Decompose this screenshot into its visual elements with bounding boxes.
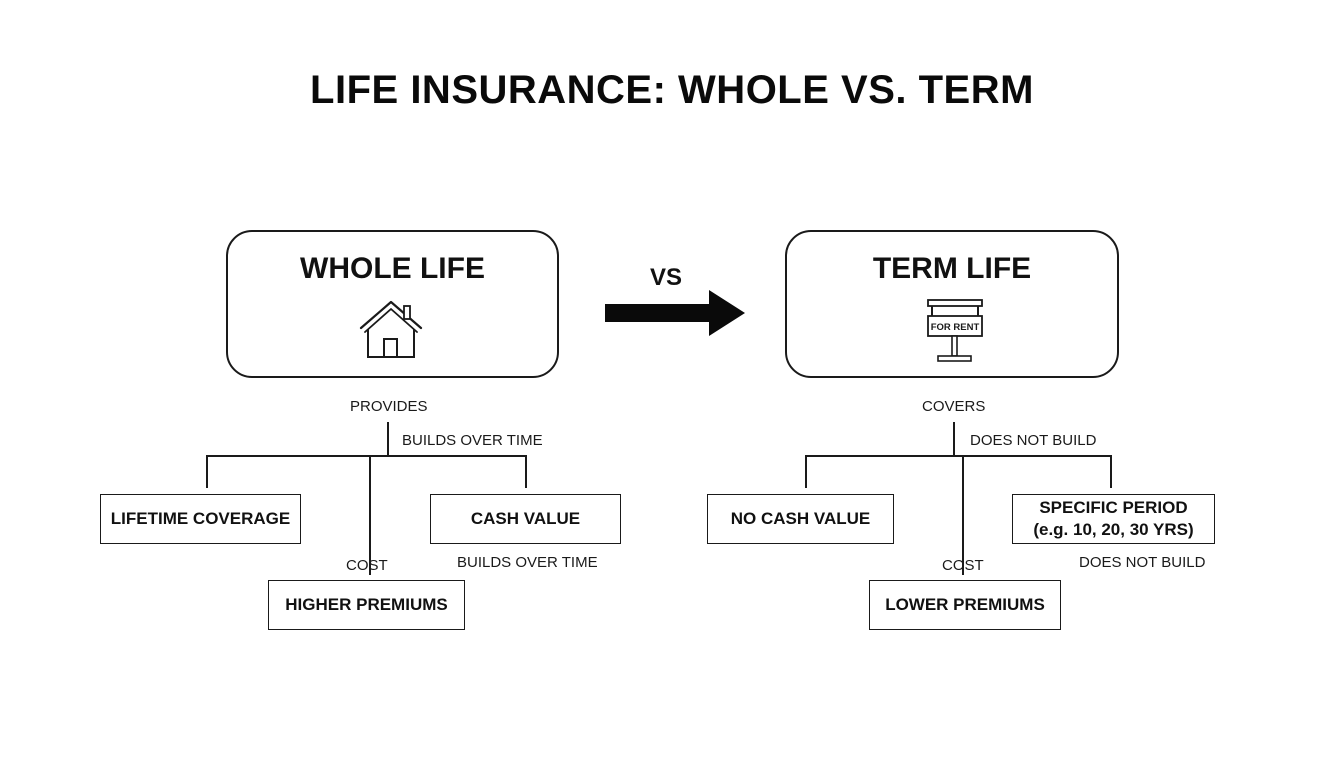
covers-label: COVERS: [922, 398, 986, 415]
connector-line: [1110, 455, 1112, 488]
for-rent-sign-text: FOR RENT: [931, 322, 980, 333]
house-icon: [359, 300, 423, 358]
connector-line: [387, 422, 389, 456]
connector-line: [953, 422, 955, 456]
connector-line: [805, 455, 1111, 457]
specific-period-line2: (e.g. 10, 20, 30 YRS): [1033, 520, 1194, 539]
term-life-box: TERM LIFE FOR RENT: [785, 230, 1119, 378]
lower-premiums-box: LOWER PREMIUMS: [869, 580, 1061, 630]
term-life-heading: TERM LIFE: [872, 252, 1032, 285]
specific-period-line1: SPECIFIC PERIOD: [1039, 498, 1188, 517]
does-not-build-label: DOES NOT BUILD: [970, 432, 1097, 449]
vs-label: VS: [650, 264, 683, 291]
whole-life-heading: WHOLE LIFE: [300, 252, 485, 285]
page-title: LIFE INSURANCE: WHOLE VS. TERM: [310, 68, 1034, 112]
builds-over-time-label: BUILDS OVER TIME: [457, 554, 598, 571]
connector-line: [206, 455, 526, 457]
provides-label: PROVIDES: [350, 398, 428, 415]
whole-life-box: WHOLE LIFE: [226, 230, 559, 378]
connector-line: [805, 455, 807, 488]
cost-label: COST: [346, 557, 388, 574]
connector-line: [206, 455, 208, 488]
connector-line: [525, 455, 527, 488]
cost-label: COST: [942, 557, 984, 574]
connector-line: [369, 455, 371, 575]
arrow-right-icon: [605, 290, 745, 336]
connector-line: [962, 455, 964, 575]
builds-over-time-label: BUILDS OVER TIME: [402, 432, 543, 449]
does-not-build-label: DOES NOT BUILD: [1079, 554, 1206, 571]
for-rent-sign-icon: FOR RENT: [927, 299, 983, 362]
specific-period-box: SPECIFIC PERIOD (e.g. 10, 20, 30 YRS): [1012, 494, 1215, 544]
no-cash-value-box: NO CASH VALUE: [707, 494, 894, 544]
higher-premiums-box: HIGHER PREMIUMS: [268, 580, 465, 630]
cash-value-box: CASH VALUE: [430, 494, 621, 544]
lifetime-coverage-box: LIFETIME COVERAGE: [100, 494, 301, 544]
